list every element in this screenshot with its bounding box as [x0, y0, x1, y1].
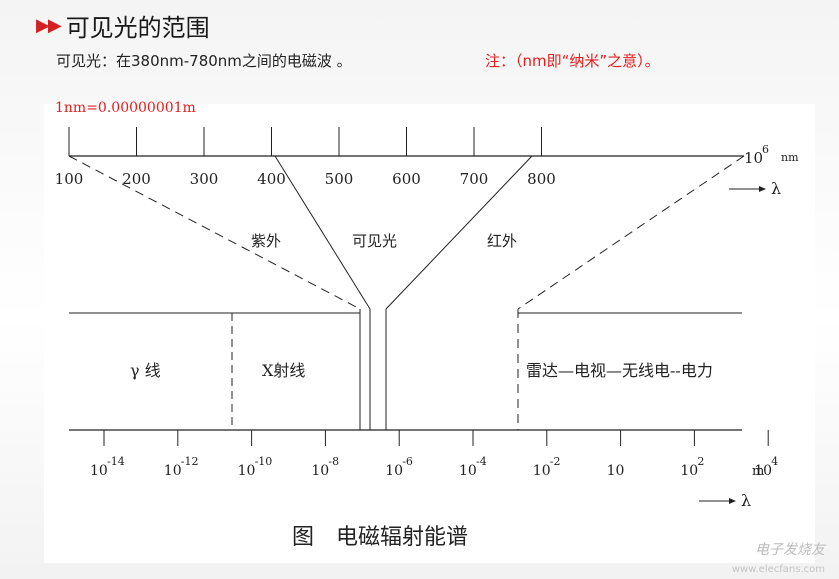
m-tick-label: 10 [607, 463, 625, 479]
spectrum-diagram: 100 200 300 400 500 600 700 800 10 6 nm λ 紫外 可见… [44, 104, 815, 563]
nm-tick-label: 500 [325, 170, 354, 188]
nm-tick-label: 700 [460, 170, 489, 188]
spectrum-svg: 100 200 300 400 500 600 700 800 10 6 nm λ 紫外 可见… [55, 127, 799, 550]
m-tick-label: 10 [164, 463, 182, 479]
nm-tick-label: 300 [190, 170, 219, 188]
conversion-text: 1nm=0.00000001m [55, 100, 196, 116]
m-tick-exponent: -2 [550, 455, 561, 468]
nm-tick-label: 200 [122, 170, 151, 188]
nm-tick-label: 800 [527, 170, 556, 188]
m-tick-exponent: -12 [181, 455, 199, 468]
m-tick-label: 10 [680, 463, 698, 479]
visible-label: 可见光 [352, 232, 397, 250]
nm-end-exponent: 6 [762, 143, 769, 156]
double-triangle-bullet-icon: ▶▶ [36, 15, 62, 36]
nm-tick-label: 100 [55, 170, 84, 188]
radio-boundary-right [517, 155, 745, 310]
m-tick-label: 10 [533, 463, 551, 479]
m-tick-exponent: -4 [476, 455, 487, 468]
m-tick-label: 10 [459, 463, 477, 479]
lambda-top: λ [771, 179, 781, 198]
definition-text: 可见光：在380nm-780nm之间的电磁波 。 [56, 52, 352, 70]
m-unit: m [752, 464, 764, 479]
arrow-right-icon [729, 498, 736, 504]
watermark-url: www.elecfans.com [731, 564, 825, 575]
visible-boundary-right [385, 155, 533, 310]
watermark-logo: 电子发烧友 [755, 542, 825, 558]
nm-tick-label: 400 [257, 170, 286, 188]
arrow-right-icon [759, 186, 766, 192]
uv-label: 紫外 [251, 232, 281, 250]
m-tick-label: 10 [311, 463, 329, 479]
gamma-label: γ 线 [130, 361, 161, 380]
visible-boundary-left [274, 155, 371, 310]
lambda-bottom: λ [741, 491, 751, 510]
xray-label: X射线 [262, 361, 305, 380]
m-tick-label: 10 [385, 463, 403, 479]
nm-end-label: 10 [744, 149, 763, 167]
nm-unit: nm [781, 151, 799, 164]
note-text: 注：（nm即“纳米”之意）。 [485, 52, 660, 70]
ir-label: 红外 [487, 232, 517, 250]
m-tick-exponent: -14 [107, 455, 125, 468]
uv-boundary-left [68, 155, 361, 310]
m-tick-exponent: -8 [328, 455, 339, 468]
m-tick-exponent: 4 [771, 455, 778, 468]
m-tick-label: 10 [238, 463, 256, 479]
m-tick-exponent: -6 [402, 455, 413, 468]
nm-tick-label: 600 [392, 170, 421, 188]
slide-title-text: 可见光的范围 [65, 14, 210, 42]
slide-title: ▶▶ 可见光的范围 [36, 8, 210, 43]
m-tick-exponent: -10 [255, 455, 273, 468]
diagram-caption: 图 电磁辐射能谱 [292, 525, 468, 550]
m-tick-label: 10 [754, 463, 772, 479]
m-tick-exponent: 2 [697, 455, 704, 468]
radio-label: 雷达—电视—无线电--电力 [526, 361, 713, 380]
m-tick-label: 10 [90, 463, 108, 479]
